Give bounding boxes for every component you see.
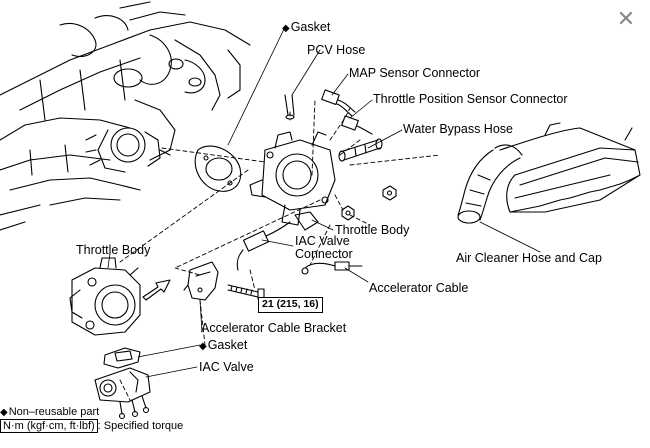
label-gasket-top: ◆Gasket [282, 21, 330, 34]
throttle-body-center-part [249, 131, 336, 231]
label-gasket-bottom: ◆Gasket [199, 339, 247, 352]
non-reusable-marker: ◆ [199, 341, 207, 352]
legend-non-reusable: ◆Non–reusable part [0, 407, 99, 418]
label-water-bypass-hose: Water Bypass Hose [403, 122, 513, 136]
gasket-top-part [194, 145, 242, 192]
water-bypass-hose-part [338, 138, 383, 162]
label-iac-valve: IAC Valve [199, 360, 254, 374]
legend-non-reusable-text: Non–reusable part [8, 406, 100, 418]
label-pcv-hose: PCV Hose [307, 43, 366, 57]
throttle-body-left-part [69, 257, 141, 336]
label-gasket-bottom-text: Gasket [207, 338, 248, 352]
close-icon: ✕ [616, 6, 636, 32]
non-reusable-marker: ◆ [282, 23, 290, 34]
label-tps-connector: Throttle Position Sensor Connector [373, 92, 568, 106]
air-cleaner-part [457, 122, 641, 224]
label-accelerator-cable-bracket: Accelerator Cable Bracket [201, 321, 347, 335]
accelerator-cable-bracket-part [183, 261, 219, 301]
label-throttle-body-left: Throttle Body [76, 243, 151, 257]
legend-torque-units: N·m (kgf·cm, ft·lbf) [0, 419, 98, 433]
iac-valve-connector-part [236, 221, 291, 271]
engine-sketch [0, 1, 251, 231]
gasket-bottom-part [103, 347, 141, 369]
map-sensor-connector-part [321, 89, 356, 117]
nut-parts [341, 185, 397, 221]
label-accelerator-cable: Accelerator Cable [369, 281, 469, 295]
pcv-hose-part [284, 94, 295, 120]
legend-torque: N·m (kgf·cm, ft·lbf): Specified torque [0, 419, 184, 433]
label-map-sensor-connector: MAP Sensor Connector [349, 66, 481, 80]
label-throttle-body-right: Throttle Body [335, 223, 410, 237]
label-iac-valve-connector-2: Connector [295, 247, 353, 261]
label-iac-valve-connector-1: IAC Valve [295, 234, 350, 248]
legend-torque-text: : Specified torque [97, 420, 184, 432]
non-reusable-legend-marker: ◆ [0, 407, 8, 418]
tps-connector-part [341, 115, 373, 135]
close-button[interactable]: ✕ [606, 4, 646, 34]
label-air-cleaner-hose-cap: Air Cleaner Hose and Cap [456, 251, 602, 265]
detail-arrow [142, 279, 171, 301]
accelerator-cable-part [301, 261, 363, 275]
torque-spec-box: 21 (215, 16) [258, 297, 323, 313]
label-gasket-top-text: Gasket [290, 20, 331, 34]
iac-valve-part [94, 367, 151, 420]
